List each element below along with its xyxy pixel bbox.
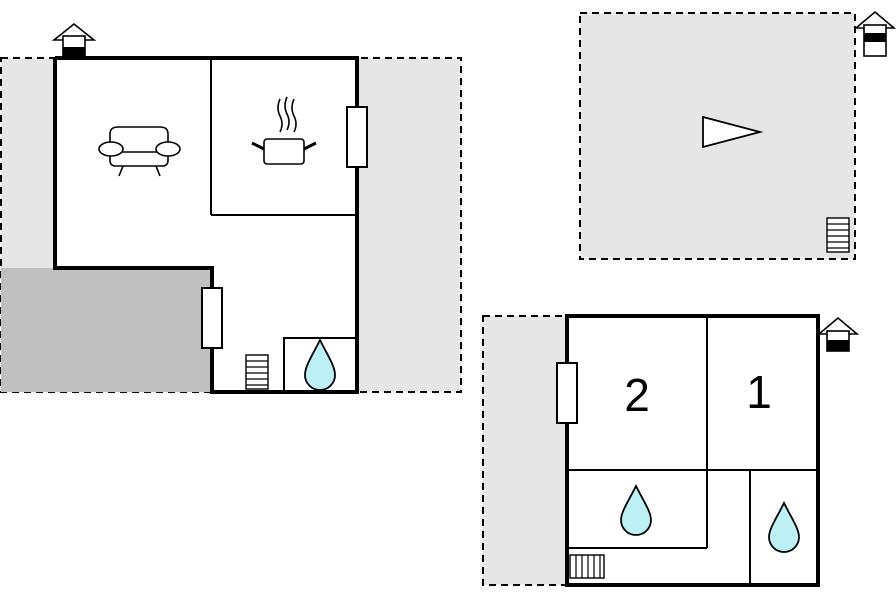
window-icon bbox=[556, 362, 578, 424]
left-building-wall bbox=[53, 56, 359, 394]
bottom-right-building-wall bbox=[565, 314, 820, 587]
sofa-icon bbox=[98, 126, 181, 177]
cooking-pot-icon bbox=[251, 96, 317, 165]
water-drop-icon bbox=[768, 500, 800, 553]
stairs-icon bbox=[245, 354, 269, 390]
room-label-bedroom-1: 1 bbox=[746, 366, 772, 418]
water-drop-icon bbox=[304, 337, 336, 391]
bottom-right-building: 2 1 bbox=[482, 314, 860, 587]
stairs-icon bbox=[826, 217, 850, 253]
room-label-bedroom-2: 2 bbox=[624, 369, 650, 421]
compass-arrow-icon bbox=[702, 115, 764, 149]
house-marker-icon bbox=[816, 316, 860, 352]
house-marker-icon bbox=[51, 22, 97, 58]
covered-terrace bbox=[1, 268, 213, 392]
water-drop-icon bbox=[620, 483, 652, 536]
window-icon bbox=[201, 287, 223, 349]
window-icon bbox=[346, 106, 368, 168]
bathroom-walls bbox=[283, 337, 358, 393]
left-building bbox=[0, 22, 462, 394]
house-marker-icon bbox=[853, 10, 896, 57]
top-right-area bbox=[579, 10, 896, 260]
stairs-icon bbox=[569, 554, 605, 579]
